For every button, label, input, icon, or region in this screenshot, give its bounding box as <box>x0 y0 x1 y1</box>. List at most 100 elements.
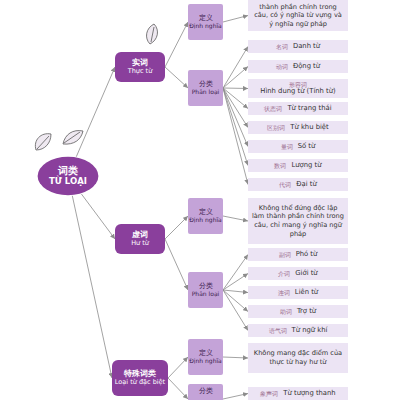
category-box: 分类Phân loại <box>188 272 223 308</box>
branch-box: 特殊词类Loại từ đặc biệt <box>112 360 168 396</box>
node-label: Phó từ <box>296 251 318 259</box>
category-box: 分类Phân loại <box>188 70 223 106</box>
node-label: 动词 <box>276 63 288 70</box>
node-label: 定义 <box>199 349 213 357</box>
root-ellipse <box>37 156 99 196</box>
node-label: Loại từ đặc biệt <box>115 379 165 386</box>
arrow-connector <box>223 88 248 128</box>
leaf-box: 助词 Trợ từ <box>248 305 348 318</box>
leaf-box: 状态词 Từ trạng thái <box>248 102 348 115</box>
leaf-box: 语气词 Từ ngữ khí <box>248 324 348 337</box>
node-label: 实词 <box>132 58 148 67</box>
arrow-connector <box>223 88 248 147</box>
arrow-connector <box>223 16 248 23</box>
leaf-box: 连词 Liên từ <box>248 286 348 299</box>
node-label: 语气词 <box>269 327 287 334</box>
category-box: 定义Định nghĩa <box>188 198 223 234</box>
arrow-connector <box>165 216 188 239</box>
node-label: 介词 <box>278 270 290 277</box>
branch-box: 虚词Hư từ <box>115 224 165 254</box>
node-label: 数词 <box>274 162 286 169</box>
leaf-box: 量词 Số từ <box>248 140 348 153</box>
arrow-connector <box>223 274 248 291</box>
node-label: Danh từ <box>293 43 320 51</box>
node-label: Định nghĩa <box>189 217 222 224</box>
arrow-connector <box>165 22 188 67</box>
arrow-connector <box>223 216 248 221</box>
node-label: 形容词 <box>289 81 307 88</box>
arrow-connector <box>165 239 188 290</box>
node-label: 定义 <box>199 14 213 22</box>
node-label: thành phần chính trong câu, có ý nghĩa t… <box>252 3 344 29</box>
node-label: 代词 <box>279 181 291 188</box>
arrow-connector <box>223 67 248 89</box>
definition-box: thành phần chính trong câu, có ý nghĩa t… <box>248 0 348 31</box>
arrow-connector <box>76 67 115 157</box>
node-label: Đại từ <box>296 181 316 189</box>
node-label: 副词 <box>279 251 291 258</box>
arrow-connector <box>165 67 188 88</box>
definition-box: Không mang đặc điểm của thực từ hay hư t… <box>248 343 348 373</box>
arrow-connector <box>223 290 248 293</box>
node-label: 象声词 <box>260 390 278 397</box>
leaf-box: 名词 Danh từ <box>248 40 348 53</box>
leaf-box: 数词Lượng từ <box>248 159 348 172</box>
arrow-connector <box>223 290 248 312</box>
node-label: Hình dung từ (Tính từ) <box>260 88 335 96</box>
node-label: Từ trạng thái <box>287 105 331 113</box>
arrow-connector <box>168 378 188 399</box>
node-label: Liên từ <box>295 289 318 297</box>
node-label: Động từ <box>293 63 320 71</box>
arrow-connector <box>223 88 248 90</box>
node-label: Định nghĩa <box>189 358 222 365</box>
node-label: 虚词 <box>132 230 148 239</box>
arrow-connector <box>223 255 248 291</box>
leaf-decoration <box>35 24 157 150</box>
node-label: Hư từ <box>131 240 149 247</box>
node-label: 分类 <box>199 387 213 395</box>
leaf-box: 介词 Giới từ <box>248 267 348 280</box>
node-label: 定义 <box>199 208 213 216</box>
category-box: 分类 <box>188 384 223 400</box>
definition-box: Không thể đứng độc lập làm thành phần ch… <box>248 198 348 244</box>
arrow-connector <box>81 194 115 239</box>
node-label: 状态词 <box>264 105 282 112</box>
node-label: Thực từ <box>128 68 153 75</box>
node-label: 量词 <box>281 143 293 150</box>
root-topic: 词类TỪ LOẠI <box>37 156 99 196</box>
arrow-connector <box>223 88 248 166</box>
branch-box: 实词Thực từ <box>115 52 165 82</box>
node-label: 特殊词类 <box>124 369 156 378</box>
arrow-connector <box>223 290 248 331</box>
node-label: 助词 <box>280 308 292 315</box>
leaf-box: 动词 Động từ <box>248 60 348 73</box>
leaf-box: 象声词 Từ tượng thanh <box>248 387 348 400</box>
node-label: Không thể đứng độc lập làm thành phần ch… <box>252 204 344 238</box>
node-label: Số từ <box>298 143 316 151</box>
node-label: 分类 <box>199 80 213 88</box>
leaf-box: 代词 Đại từ <box>248 178 348 191</box>
node-label: 名词 <box>276 43 288 50</box>
arrow-connector <box>223 394 248 400</box>
leaf-box: 区别词 Từ khu biệt <box>248 121 348 134</box>
category-box: 定义Định nghĩa <box>188 4 223 40</box>
node-label: 分类 <box>199 282 213 290</box>
node-label: 区别词 <box>267 124 285 131</box>
node-label: 连词 <box>278 289 290 296</box>
node-label: Giới từ <box>295 270 317 278</box>
node-label: Từ khu biệt <box>290 124 328 132</box>
node-label: Định nghĩa <box>189 23 222 30</box>
leaf-box: 副词 Phó từ <box>248 248 348 261</box>
arrow-connector <box>72 196 112 378</box>
arrow-connector <box>223 357 248 358</box>
arrow-connector <box>223 88 248 109</box>
leaf-box: 形容词Hình dung từ (Tính từ) <box>248 79 348 98</box>
arrow-connector <box>223 47 248 89</box>
node-label: Phân loại <box>192 291 220 298</box>
node-label: Trợ từ <box>297 308 316 316</box>
node-label: Từ ngữ khí <box>292 327 328 335</box>
node-label: Từ tượng thanh <box>283 390 335 398</box>
node-label: Phân loại <box>192 89 220 96</box>
node-label: Không mang đặc điểm của thực từ hay hư t… <box>252 349 344 366</box>
